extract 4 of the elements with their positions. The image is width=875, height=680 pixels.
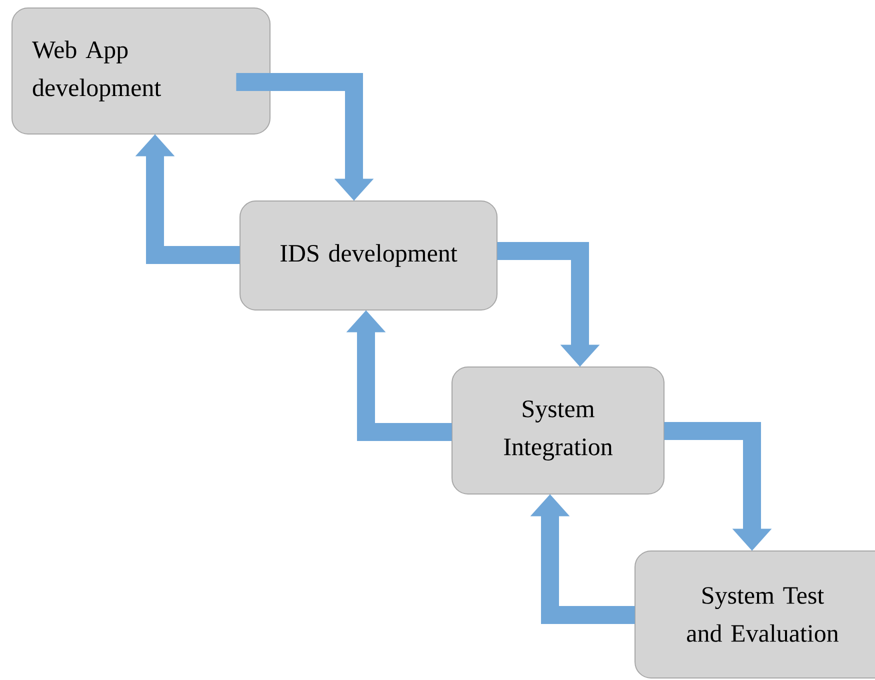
process-box: IDS development (240, 200, 498, 310)
process-box: System Test and Evaluation (634, 550, 875, 678)
process-box: Web App development (12, 8, 270, 134)
process-box: System Integration (452, 366, 664, 494)
